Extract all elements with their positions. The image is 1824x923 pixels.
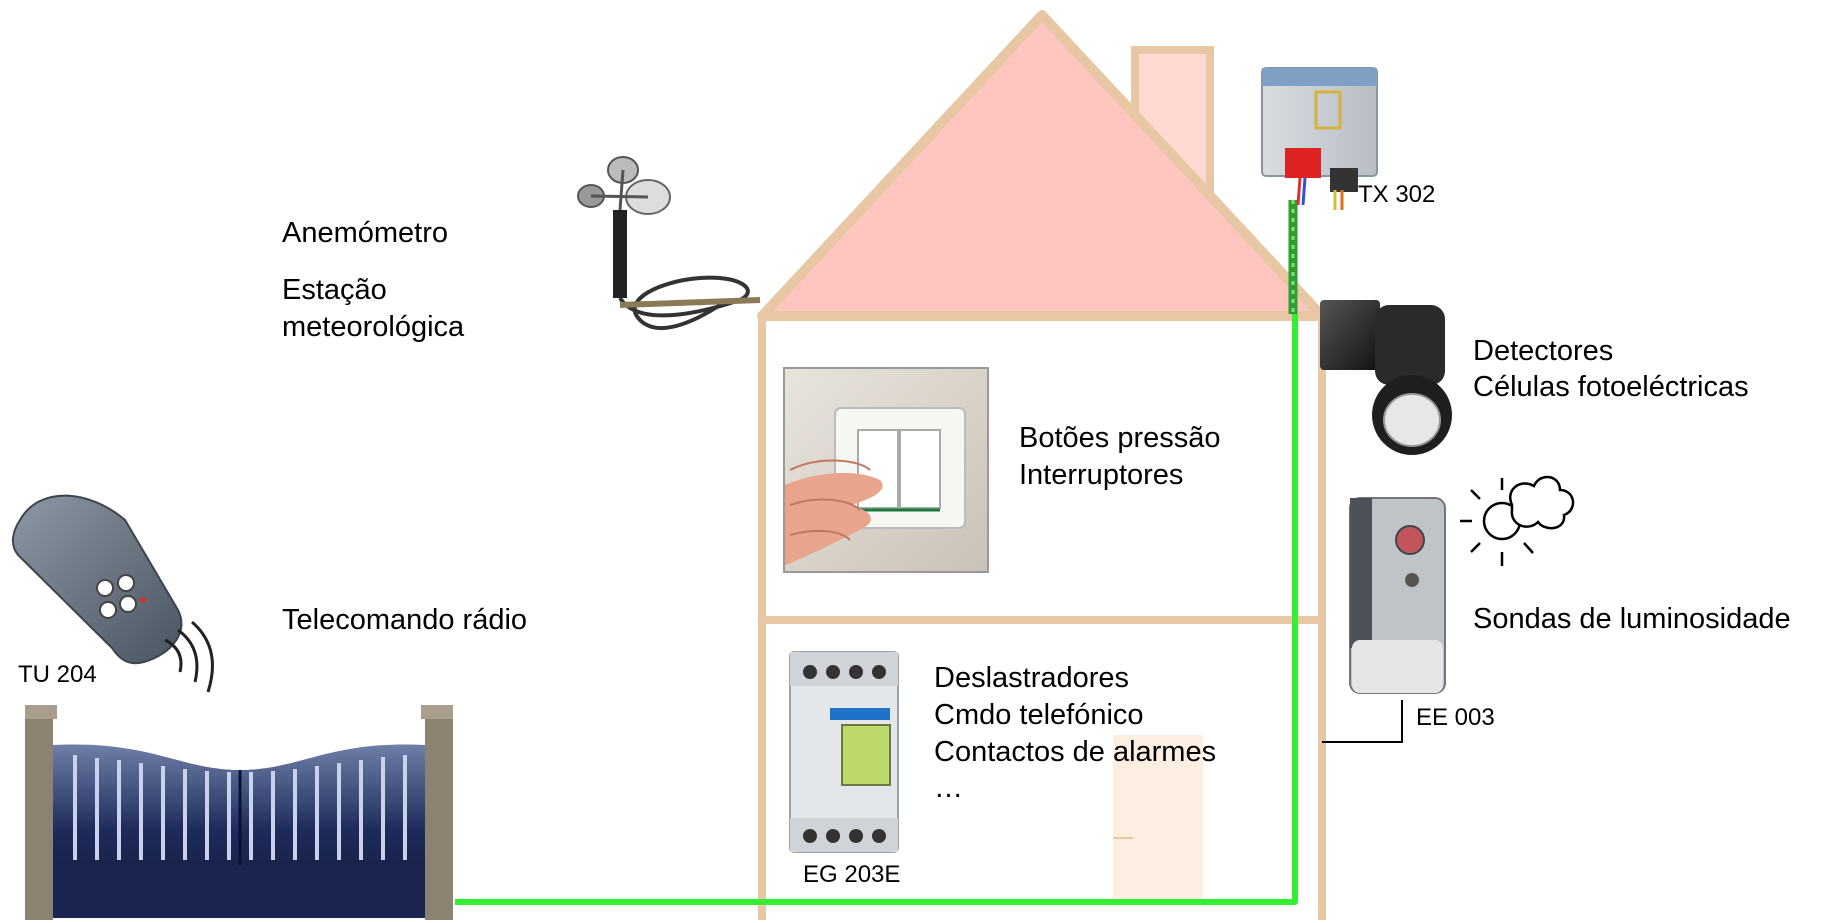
alarm-contacts-label: Contactos de alarmes (934, 736, 1217, 768)
house-roof (757, 10, 1327, 321)
load-shedders-label: Deslastradores (934, 662, 1130, 694)
radio-waves-icon (164, 620, 214, 693)
detectors-label: Detectores (1473, 335, 1614, 367)
din-timer-module-icon (789, 651, 899, 853)
ellipsis-label: … (934, 772, 963, 804)
phone-control-label: Cmdo telefónico (934, 699, 1144, 731)
switches-label: Interruptores (1019, 459, 1184, 491)
din-module-model-label: EG 203E (803, 861, 901, 888)
push-buttons-label: Botões pressão (1019, 422, 1221, 454)
bus-line (455, 314, 1298, 905)
weather-station-label-line2: meteorológica (282, 311, 465, 343)
bus-interface-icon (1261, 67, 1378, 210)
photocells-label: Células fotoeléctricas (1473, 371, 1749, 403)
sun-cloud-icon (1460, 475, 1575, 566)
wall-switch-photo (783, 367, 989, 573)
remote-control-icon (12, 494, 183, 665)
light-sensor-model-label: EE 003 (1416, 704, 1495, 731)
anemometer-label: Anemómetro (282, 217, 449, 249)
motion-detector-icon (1320, 300, 1452, 455)
house-walls (758, 316, 1326, 920)
bus-interface-model-label: TX 302 (1358, 181, 1436, 208)
light-sensors-label: Sondas de luminosidade (1473, 603, 1791, 635)
remote-model-label: TU 204 (18, 661, 97, 688)
light-sensor-icon (1349, 497, 1446, 694)
sensor-leader-line (1322, 700, 1403, 743)
anemometer-icon (577, 156, 761, 331)
radio-remote-label: Telecomando rádio (282, 604, 528, 636)
door (1113, 735, 1203, 900)
gate-icon (25, 705, 453, 920)
weather-station-label-line1: Estação (282, 274, 387, 306)
